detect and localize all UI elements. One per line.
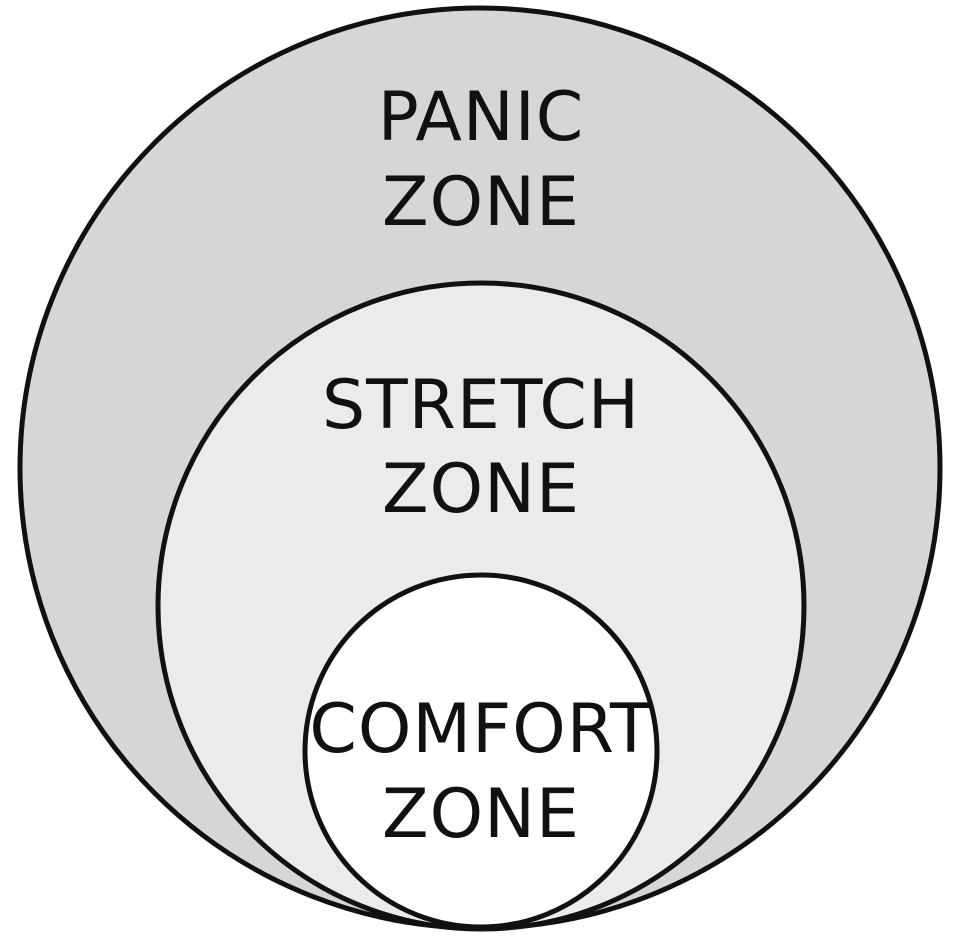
comfort-zone-label-line2: ZONE — [382, 775, 580, 854]
panic-zone-label-line2: ZONE — [382, 163, 580, 242]
stretch-zone-label-line1: STRETCH — [322, 366, 640, 445]
comfort-zone-label-line1: COMFORT — [309, 690, 652, 769]
comfort-zone: COMFORT ZONE — [302, 572, 660, 930]
comfort-zone-circle — [302, 572, 660, 930]
stretch-zone-label-line2: ZONE — [382, 450, 580, 529]
panic-zone-label-line1: PANIC — [378, 78, 585, 157]
